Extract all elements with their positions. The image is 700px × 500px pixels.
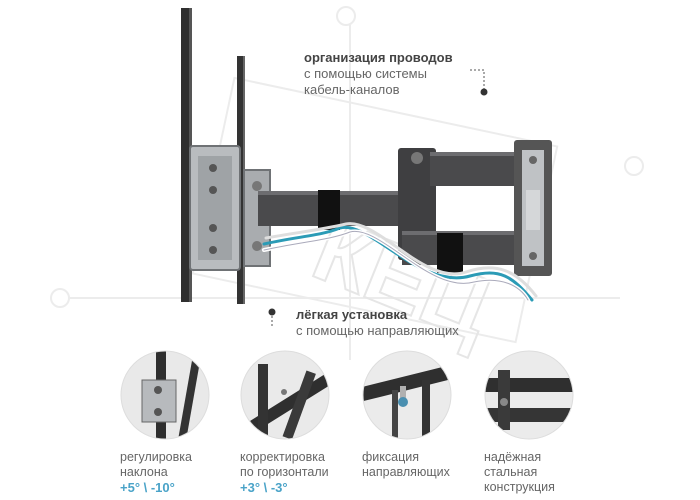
feature-caption: регулировка наклона +5° \ -10° — [120, 450, 192, 495]
caption-line: стальная — [484, 465, 538, 479]
cables — [262, 222, 538, 302]
annotation-title: организация проводов — [304, 50, 453, 65]
annotation-line: с помощью системы — [304, 66, 427, 81]
steel-construction-image — [484, 350, 574, 440]
horizontal-correction-image — [240, 350, 330, 440]
tv-bracket-head — [514, 140, 552, 276]
annotation-line: с помощью направляющих — [296, 323, 459, 338]
feature-caption: надёжная стальная конструкция — [484, 450, 555, 495]
caption-line: направляющих — [362, 465, 450, 479]
caption-line: наклона — [120, 465, 168, 479]
cable-strap-1 — [318, 190, 340, 230]
annotation-title: лёгкая установка — [296, 307, 408, 322]
caption-line: конструкция — [484, 480, 555, 494]
feature-tilt: регулировка наклона +5° \ -10° — [120, 350, 270, 500]
feature-rail-fixing: фиксация направляющих — [362, 350, 512, 500]
feature-caption: фиксация направляющих — [362, 450, 450, 480]
annotation-cable-management: организация проводов с помощью системы к… — [304, 50, 453, 98]
caption-line: регулировка — [120, 450, 192, 464]
caption-line: надёжная — [484, 450, 542, 464]
product-illustration: КЕЦ — [50, 6, 644, 480]
tilt-range-value: +5° \ -10° — [120, 480, 175, 495]
annotation-easy-installation: лёгкая установка с помощью направляющих — [296, 307, 459, 339]
wall-plate — [189, 145, 271, 271]
vertical-rail-left — [181, 8, 190, 302]
feature-horizontal-correction: корректировка по горизонтали +3° \ -3° — [240, 350, 390, 500]
annotation-line: кабель-каналов — [304, 82, 400, 97]
rail-fixing-image — [362, 350, 452, 440]
caption-line: корректировка — [240, 450, 325, 464]
feature-caption: корректировка по горизонтали +3° \ -3° — [240, 450, 329, 495]
tilt-detail-image — [120, 350, 210, 440]
cable-strap-2 — [437, 233, 463, 273]
feature-steel-construction: надёжная стальная конструкция — [484, 350, 634, 500]
caption-line: по горизонтали — [240, 465, 329, 479]
annotation-leader-top — [470, 69, 485, 92]
horizontal-range-value: +3° \ -3° — [240, 480, 288, 495]
caption-line: фиксация — [362, 450, 419, 464]
feature-row: регулировка наклона +5° \ -10° корректир… — [0, 350, 700, 500]
